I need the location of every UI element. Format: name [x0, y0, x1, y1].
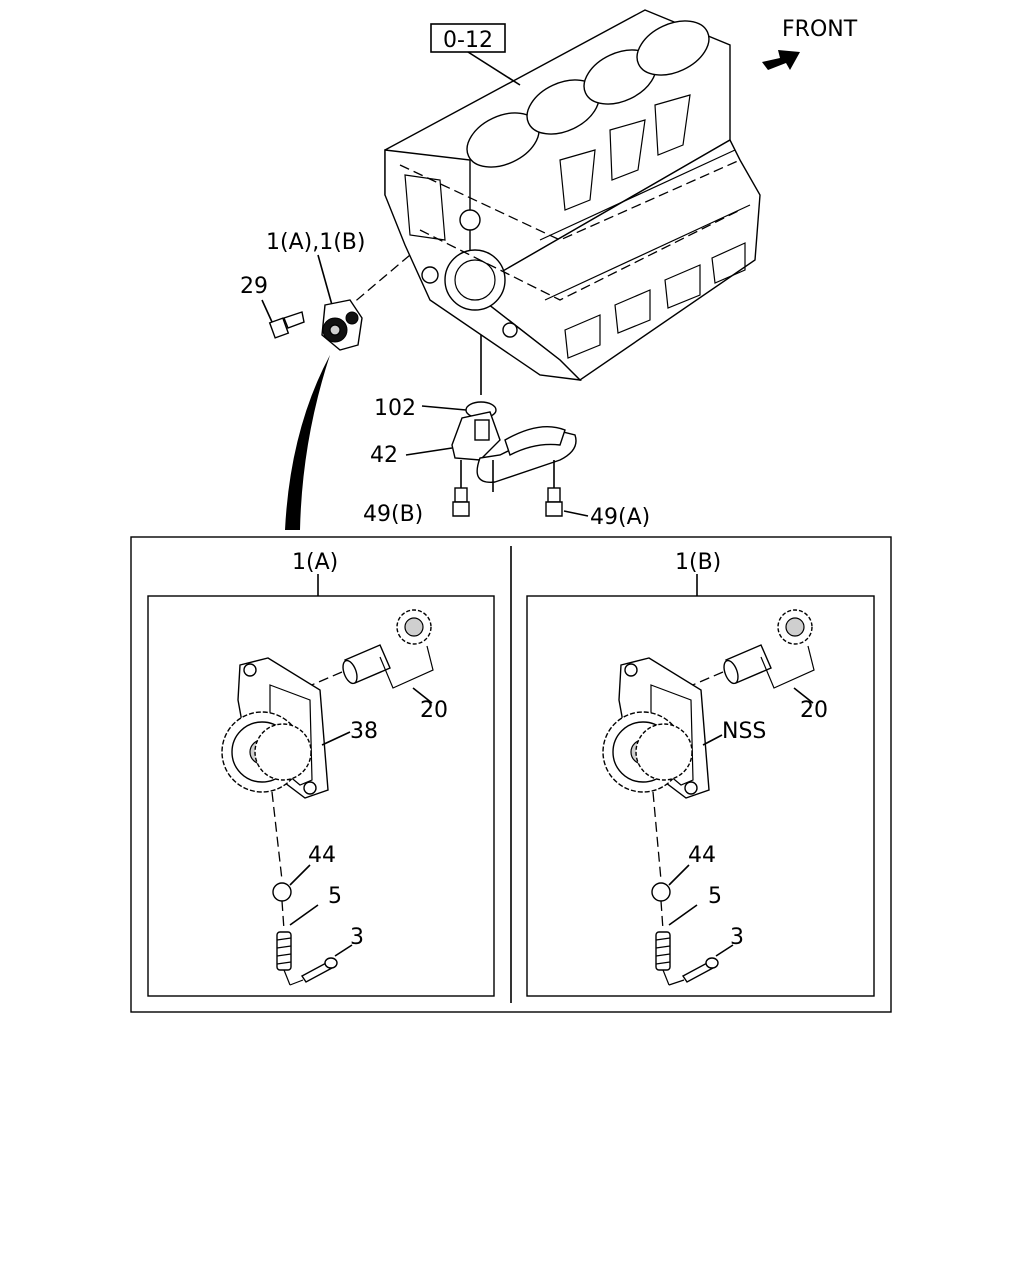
bolt-49a — [545, 487, 563, 517]
panel-b-title: 1(B) — [675, 550, 721, 575]
panel-a-spring-5 — [276, 931, 292, 971]
panel-a-label-gear: 20 — [420, 698, 448, 723]
callout-bolt-49a: 49(A) — [590, 505, 650, 530]
panel-b-label-gear: 20 — [800, 698, 828, 723]
reference-box — [430, 23, 506, 53]
panel-b-drive-gear — [602, 711, 693, 793]
panel-a-label-ball: 44 — [308, 843, 336, 868]
panel-a-pin-3 — [300, 957, 338, 983]
panel-b-spring-5 — [655, 931, 671, 971]
panel-b-shaft — [723, 644, 772, 685]
bolt-49b — [452, 487, 470, 517]
engine-block — [384, 9, 761, 381]
detail-frame — [130, 536, 892, 1013]
panel-a-label-spring: 5 — [328, 884, 342, 909]
panel-b-label-pin: 3 — [730, 925, 744, 950]
oil-strainer-42 — [451, 411, 577, 492]
front-indicator: FRONT — [762, 17, 858, 70]
detail-arrow — [285, 355, 330, 530]
panel-a-drive-gear — [221, 711, 312, 793]
panel-b-label-spring: 5 — [708, 884, 722, 909]
panel-b-label-ball: 44 — [688, 843, 716, 868]
panel-b-box — [526, 595, 875, 997]
panel-a-shaft — [342, 644, 391, 685]
panel-a-ball-44 — [272, 882, 292, 902]
panel-a-gear-20 — [396, 609, 432, 645]
reference-callout: 0-12 — [430, 23, 521, 86]
detail-panel-b: 1(B) 20 NSS — [526, 550, 875, 997]
panel-a-label-body: 38 — [350, 719, 378, 744]
panel-a-label-pin: 3 — [350, 925, 364, 950]
front-label: FRONT — [782, 17, 858, 42]
front-arrow-icon — [762, 50, 800, 70]
panel-b-gear-20 — [777, 609, 813, 645]
bolt-29 — [268, 311, 305, 339]
callout-bolt-49b: 49(B) — [363, 502, 423, 527]
callout-o-ring-102: 102 — [374, 396, 416, 421]
panel-b-ball-44 — [651, 882, 671, 902]
panel-b-label-body: NSS — [722, 719, 766, 744]
callout-pump-assembly: 1(A),1(B) — [266, 230, 365, 255]
panel-a-box — [147, 595, 495, 997]
detail-panel-a: 1(A) 20 38 — [147, 550, 495, 997]
callout-strainer-42: 42 — [370, 443, 398, 468]
panel-a-title: 1(A) — [292, 550, 338, 575]
oil-pump-assembly — [321, 299, 363, 351]
panel-b-pin-3 — [681, 957, 719, 983]
callout-bolt-29: 29 — [240, 274, 268, 299]
reference-box-label: 0-12 — [443, 28, 493, 53]
